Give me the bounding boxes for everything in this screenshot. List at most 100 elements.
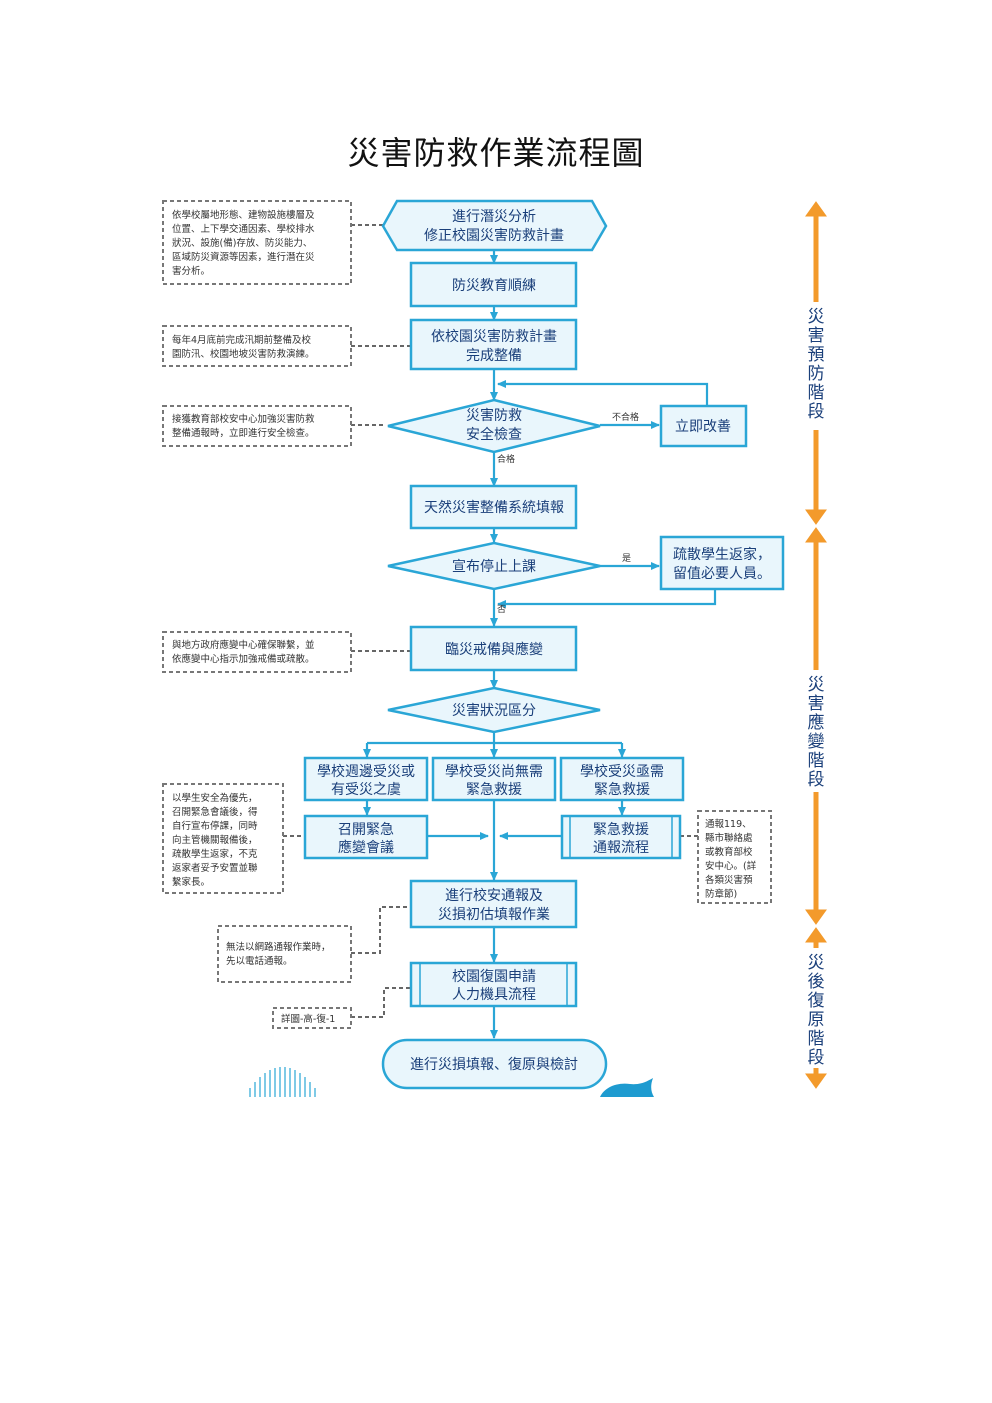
node-nearby-line1: 學校週邊受災或 [317, 763, 415, 780]
phase-prevention-char: 災 [808, 307, 825, 327]
note-4: 與地方政府應變中心確保聯繫，並 依應變中心指示加強戒備或疏散。 [162, 631, 352, 673]
phase-response-arrow-down [805, 909, 827, 925]
node-alert-label: 臨災戒備與應變 [445, 641, 543, 658]
phase-prevention-char: 防 [808, 364, 825, 384]
node-initial-report: 進行校安通報及 災損初估填報作業 [409, 879, 578, 929]
node-analysis-line1: 進行潛災分析 [452, 209, 536, 225]
node-check: 災害防救 安全檢查 [387, 398, 601, 454]
phase-recovery-char: 原 [808, 1010, 825, 1030]
note-5-line6: 返家者妥予安置並聯 [172, 862, 258, 874]
phase-prevention-char: 預 [808, 345, 825, 365]
node-check-line1: 災害防救 [466, 408, 522, 424]
phase-response-char: 害 [808, 694, 825, 714]
node-evacuate-line1: 疏散學生返家， [673, 546, 771, 563]
node-need-rescue: 學校受災亟需 緊急救援 [559, 756, 685, 802]
note-5-line5: 疏散學生返家，不克 [172, 848, 258, 860]
edge-label-yes: 是 [622, 553, 631, 564]
phase-prevention-arrow-up [805, 201, 827, 217]
note-6-line6: 防章節) [705, 888, 737, 900]
node-report-label: 天然災害整備系統填報 [424, 499, 564, 516]
phase-response-arrow-up [805, 527, 827, 543]
phase-prevention-char: 階 [808, 383, 825, 403]
node-no-rescue: 學校受災尚無需 緊急救援 [431, 756, 557, 802]
edge-label-no: 否 [497, 604, 506, 615]
note-3: 接獲教育部校安中心加強災害防救 整備通報時，立即進行安全檢查。 [162, 405, 352, 447]
edge-label-fail: 不合格 [612, 411, 639, 423]
node-need-rescue-line2: 緊急救援 [594, 782, 650, 798]
node-classify: 災害狀況區分 [387, 686, 601, 734]
node-analysis-line2: 修正校園災害防救計畫 [424, 227, 564, 244]
note-7: 無法以網路通報作業時， 先以電話通報。 [217, 925, 352, 983]
note-connectors [283, 224, 698, 1018]
decorative-stripes-graphic [249, 1067, 316, 1097]
note-1: 依學校屬地形態、建物設施樓層及 位置、上下學交通因素、學校排水 狀況、設施(備)… [162, 200, 352, 285]
node-evacuate: 疏散學生返家， 留值必要人員。 [659, 535, 785, 591]
node-final-label: 進行災損填報、復原與檢討 [410, 1056, 578, 1073]
note-5-line4: 向主管機關報備後， [172, 834, 258, 846]
node-fix-label: 立即改善 [675, 419, 731, 435]
flow-connectors [363, 250, 717, 1039]
node-drill-label: 防災教育順練 [452, 278, 536, 294]
note-4-line1: 與地方政府應變中心確保聯繫，並 [172, 639, 315, 651]
edge-evacuate-return [497, 590, 717, 608]
note-2-line2: 園防汛、校園地坡災害防救演練。 [172, 348, 315, 360]
note-3-line2: 整備通報時，立即進行安全檢查。 [172, 427, 315, 439]
phase-response-char: 階 [808, 751, 825, 771]
phase-response-char: 變 [808, 732, 825, 752]
note-1-line2: 位置、上下學交通因素、學校排水 [172, 223, 315, 235]
page-title: 災害防救作業流程圖 [347, 134, 645, 172]
node-fix: 立即改善 [659, 404, 748, 448]
node-restore-apply: 校園復園申請 人力機具流程 [409, 961, 578, 1008]
node-restore-apply-line1: 校園復園申請 [452, 968, 536, 985]
note-5-line1: 以學生安全為優先， [172, 792, 258, 804]
node-no-rescue-line1: 學校受災尚無需 [445, 763, 543, 780]
note-6-line1: 通報119、 [705, 819, 752, 830]
note-6-line5: 各類災害預 [705, 874, 753, 886]
node-nearby-line2: 有受災之虞 [331, 782, 401, 798]
note-1-line4: 區域防災資源等因素，進行潛在災 [172, 251, 315, 263]
note-1-line5: 害分析。 [172, 265, 210, 277]
phase-prevention-char: 段 [808, 402, 825, 422]
node-prepare-line2: 完成整備 [466, 348, 522, 364]
node-nearby: 學校週邊受災或 有受災之虞 [303, 756, 429, 802]
note-8-line1: 詳圖-高-復-1 [281, 1013, 335, 1025]
node-rescue-flow-line2: 通報流程 [593, 840, 649, 856]
note-6-line4: 安中心。(詳 [705, 860, 757, 872]
phase-response-char: 災 [808, 675, 825, 695]
note-1-line3: 狀況、設施(備)存放、防災能力、 [172, 237, 312, 249]
node-rescue-flow: 緊急救援 通報流程 [560, 814, 682, 860]
node-no-rescue-line2: 緊急救援 [466, 782, 522, 798]
note-6-line2: 縣市聯絡處 [705, 832, 753, 844]
node-need-rescue-line1: 學校受災亟需 [580, 763, 664, 780]
node-final: 進行災損填報、復原與檢討 [381, 1038, 608, 1090]
note-6-line3: 或教育部校 [705, 846, 753, 858]
phase-recovery-arrow-up [805, 927, 827, 943]
node-drill: 防災教育順練 [409, 261, 578, 308]
phase-recovery-char: 段 [808, 1048, 825, 1068]
note-5-line3: 自行宣布停課，同時 [172, 820, 258, 832]
phase-prevention-arrow-down [805, 509, 827, 525]
node-initial-report-line2: 災損初估填報作業 [438, 906, 550, 923]
phase-recovery-char: 階 [808, 1029, 825, 1049]
phase-recovery-char: 復 [808, 991, 825, 1011]
phase-recovery-char: 後 [808, 972, 825, 992]
note-5: 以學生安全為優先， 召開緊急會議後，得 自行宣布停課，同時 向主管機關報備後， … [162, 783, 284, 894]
edge-fix-loop [497, 380, 709, 406]
phase-arrows [805, 201, 827, 1089]
note-5-line2: 召開緊急會議後，得 [172, 806, 258, 818]
decorative-wave-graphic [600, 1078, 654, 1097]
phase-response-char: 段 [808, 770, 825, 790]
note-7-line2: 先以電話通報。 [226, 955, 293, 967]
note-3-line1: 接獲教育部校安中心加強災害防救 [172, 413, 315, 425]
phase-response-char: 應 [808, 712, 825, 733]
node-prepare-line1: 依校園災害防救計畫 [431, 328, 557, 345]
node-meeting-line2: 應變會議 [338, 839, 394, 856]
note-1-line1: 依學校屬地形態、建物設施樓層及 [172, 209, 315, 221]
node-stop-class: 宣布停止上課 [387, 541, 601, 591]
edge-label-pass: 合格 [497, 453, 515, 465]
node-meeting-line1: 召開緊急 [338, 822, 394, 838]
node-alert: 臨災戒備與應變 [409, 625, 578, 672]
node-initial-report-line1: 進行校安通報及 [445, 887, 543, 904]
